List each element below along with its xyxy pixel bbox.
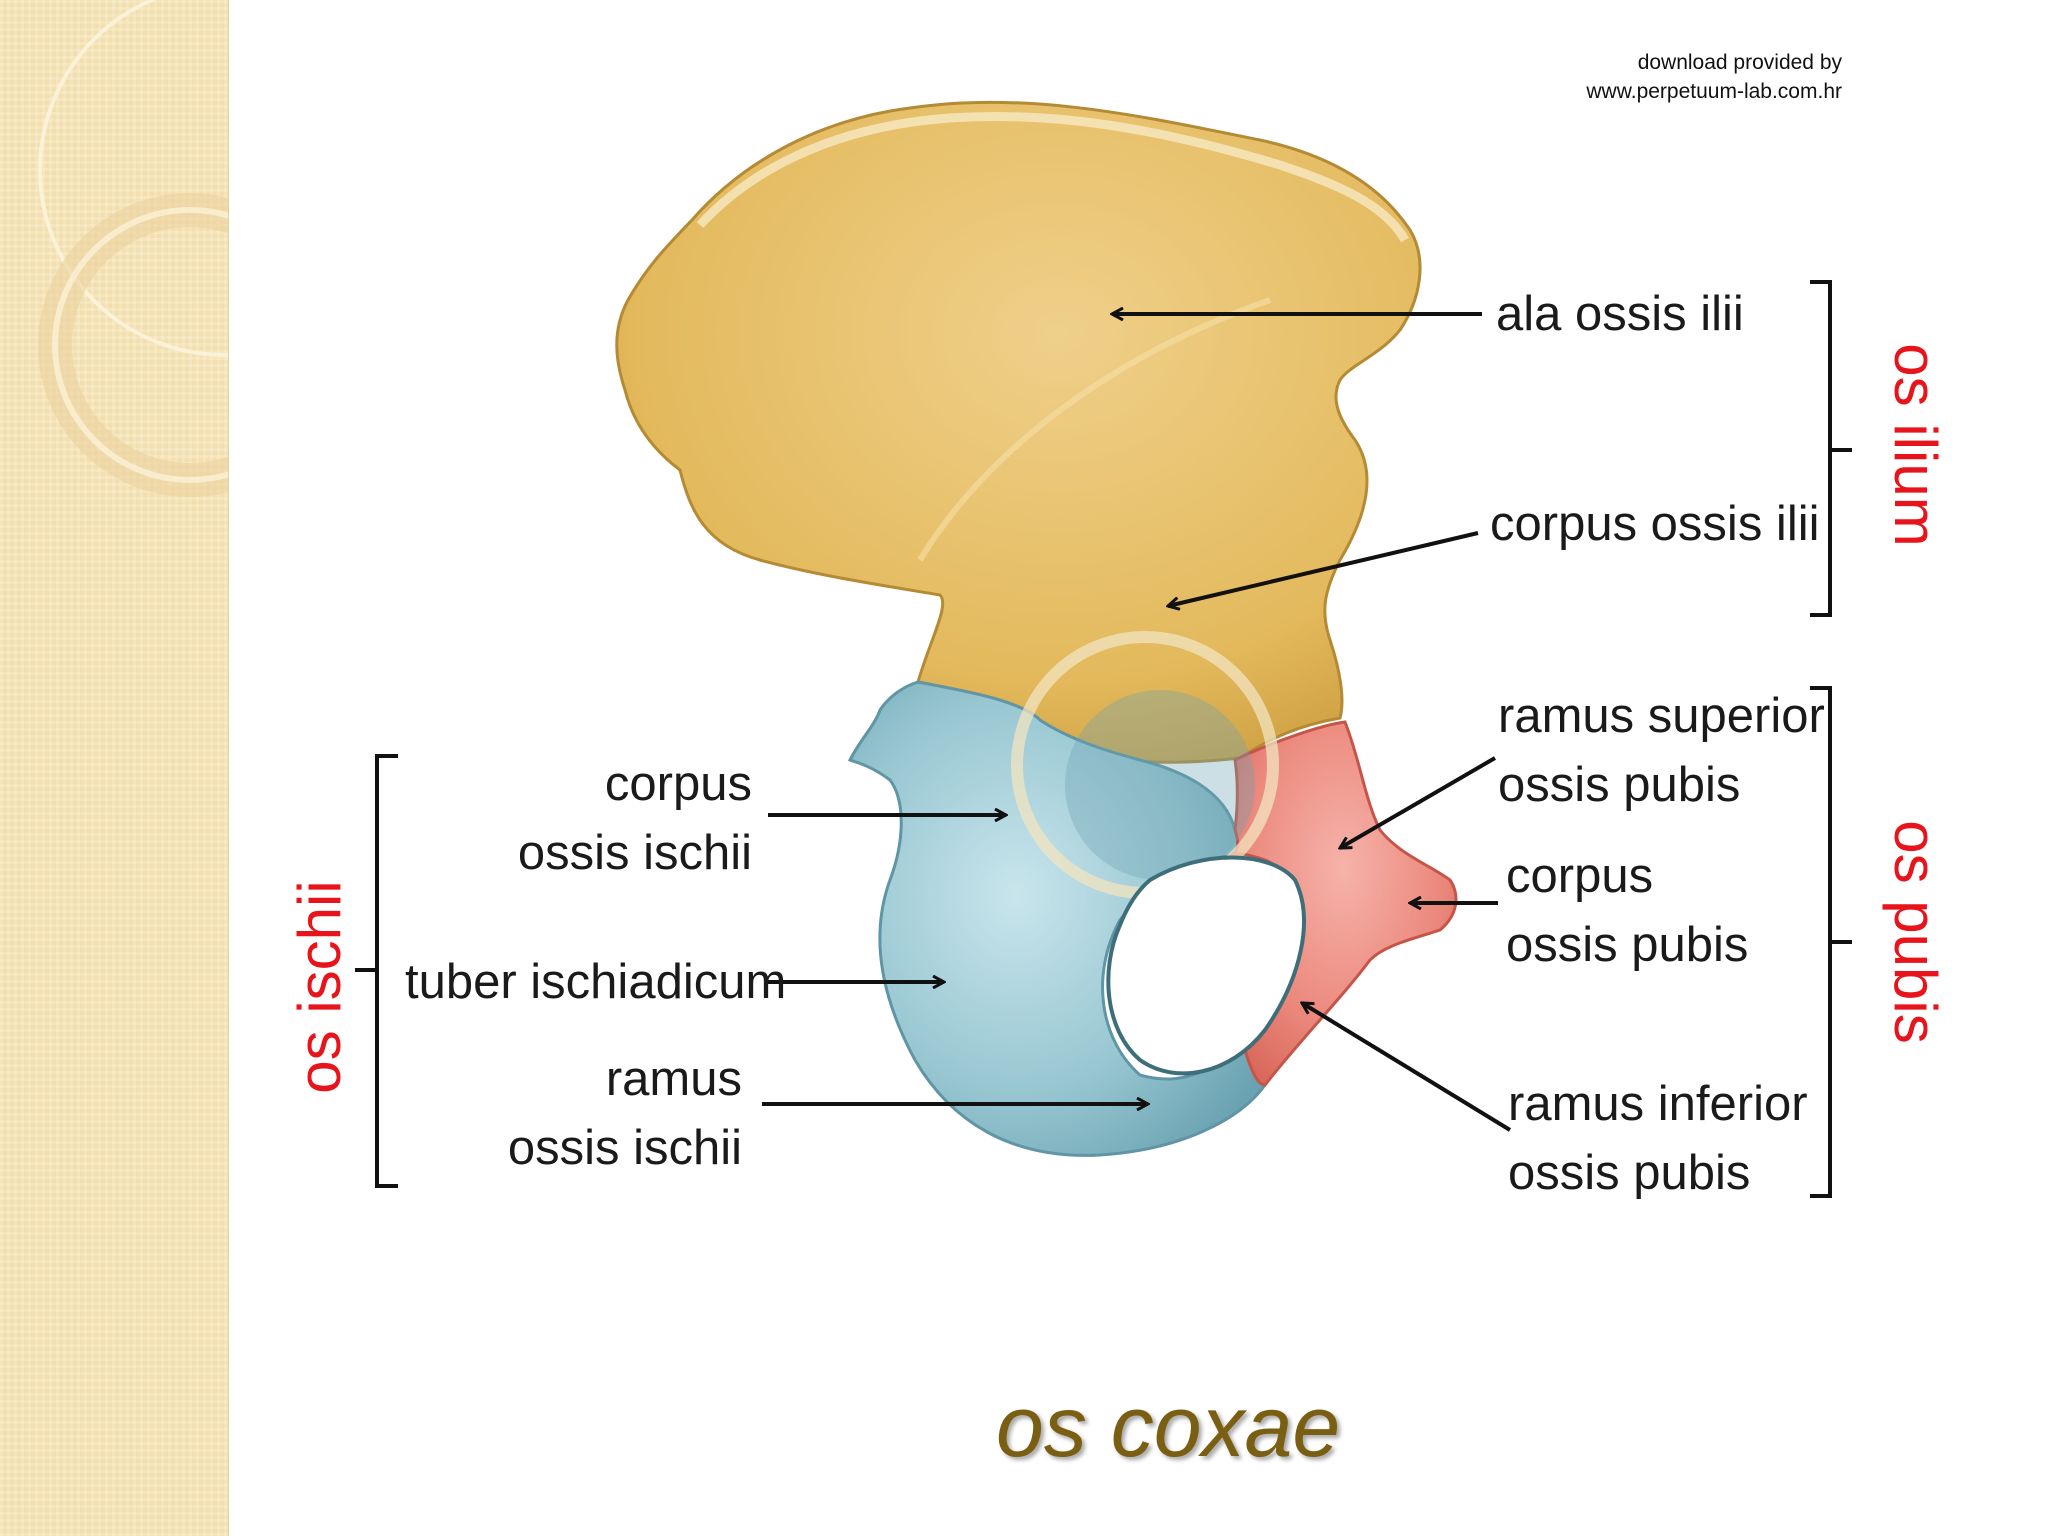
arcuate-line <box>917 297 1271 562</box>
label-corpus-pubis-line2: ossis pubis <box>1506 918 1749 972</box>
slide-title: os coxae <box>996 1379 1341 1475</box>
acetabulum-fossa <box>1065 690 1255 880</box>
label-ramus-superior-line2: ossis pubis <box>1498 758 1741 812</box>
label-ramus-ischii-line1: ramus <box>605 1052 742 1106</box>
ilium-region <box>615 100 1422 764</box>
credit-line-2: www.perpetuum-lab.com.hr <box>1586 80 1842 103</box>
label-ramus-inferior-line1: ramus inferior <box>1508 1077 1808 1131</box>
iliac-crest-edge <box>696 112 1409 243</box>
group-label-os-ilium: os ilium <box>1882 343 1949 547</box>
label-ala-ossis-ilii: ala ossis ilii <box>1496 287 1744 341</box>
label-ramus-superior-line1: ramus superior <box>1498 689 1825 743</box>
obturator-foramen <box>1106 855 1306 1076</box>
label-corpus-ischii-line2: ossis ischii <box>517 826 752 880</box>
credit-line-1: download provided by <box>1637 51 1842 74</box>
label-ramus-inferior-line2: ossis pubis <box>1508 1146 1751 1200</box>
arrow-ramus-superior <box>1340 756 1497 850</box>
label-corpus-pubis-line1: corpus <box>1506 849 1654 903</box>
arrow-ramus-inferior <box>1302 1001 1512 1132</box>
brace-os-pubis <box>1810 686 1852 1198</box>
brace-os-ischii <box>355 754 398 1188</box>
label-corpus-ischii-line1: corpus <box>604 757 752 811</box>
arrow-corpus-ossis-ilii <box>1168 531 1479 606</box>
label-ramus-ischii-line2: ossis ischii <box>507 1121 742 1175</box>
brace-os-ilium <box>1810 280 1852 617</box>
decorative-sidebar <box>0 0 229 1536</box>
group-label-os-ischii: os ischii <box>286 880 353 1094</box>
download-credit: download provided by www.perpetuum-lab.c… <box>1586 48 1842 106</box>
label-tuber-ischiadicum: tuber ischiadicum <box>405 955 787 1009</box>
label-corpus-ossis-ilii: corpus ossis ilii <box>1490 497 1820 551</box>
decorative-rings <box>38 0 228 497</box>
group-label-os-pubis: os pubis <box>1882 820 1949 1044</box>
